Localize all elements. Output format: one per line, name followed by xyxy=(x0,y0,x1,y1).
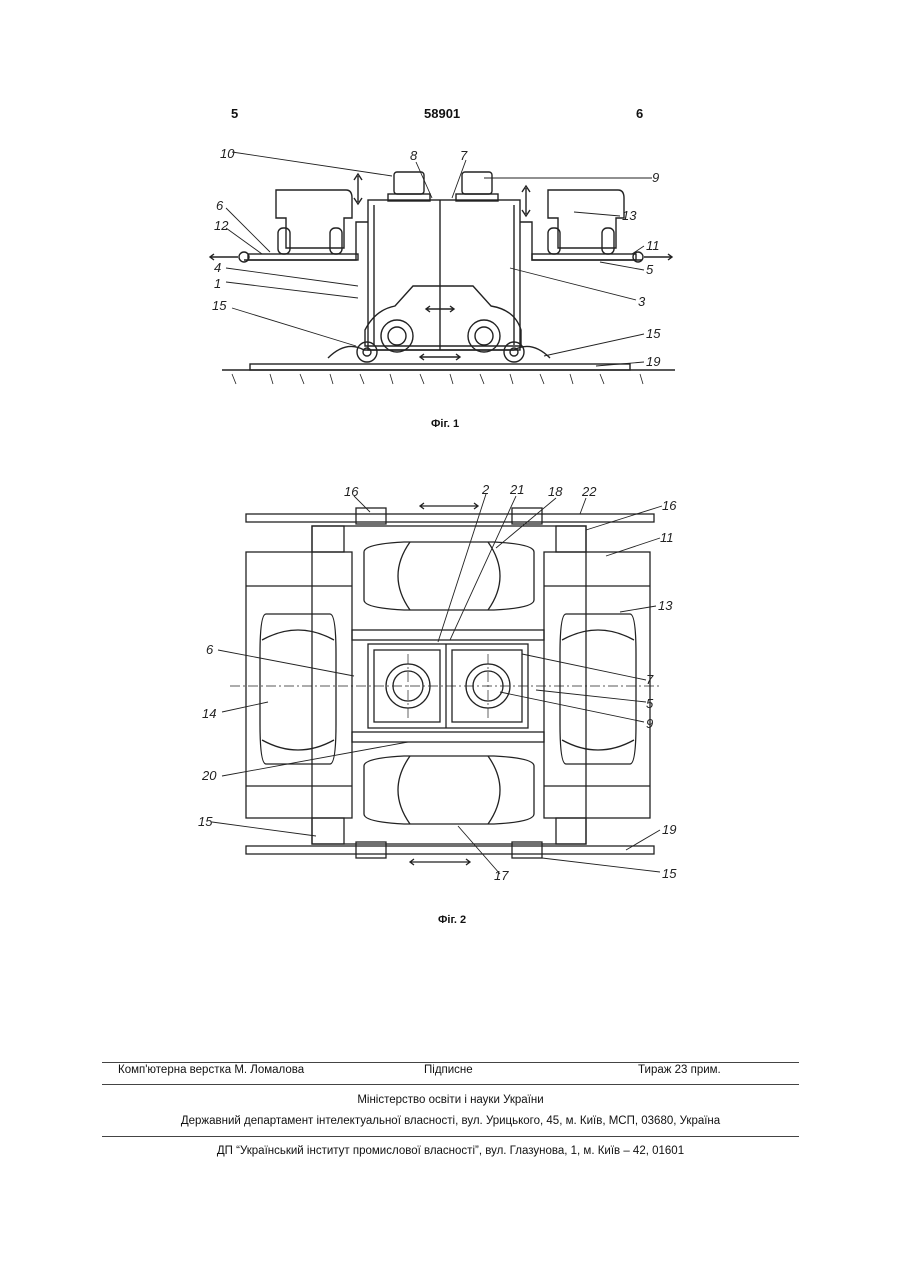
footer-institute: ДП “Український інститут промислової вла… xyxy=(0,1145,901,1157)
fig1-label-12: 3 xyxy=(638,294,646,309)
footer-rule-top xyxy=(102,1062,799,1063)
figure-1-caption: Фіг. 1 xyxy=(431,418,459,430)
fig1-label-9: 4 xyxy=(214,260,221,275)
fig2-label-5: 22 xyxy=(581,484,597,499)
footer-signed: Підписне xyxy=(424,1064,473,1076)
fig2-label-13: 9 xyxy=(646,716,653,731)
fig2-label-11: 5 xyxy=(646,696,654,711)
fig2-label-10: 7 xyxy=(646,672,654,687)
fig2-label-14: 20 xyxy=(201,768,217,783)
fig1-label-6: 12 xyxy=(214,218,229,233)
figure-2-drawing: 16 2 21 18 22 16 11 13 6 7 5 14 9 20 15 … xyxy=(0,470,901,890)
fig1-label-10: 1 xyxy=(214,276,221,291)
fig2-label-2: 2 xyxy=(481,482,490,497)
footer-rule-bottom xyxy=(102,1136,799,1137)
footer-ministry: Міністерство освіти і науки України xyxy=(0,1094,901,1106)
fig2-label-4: 18 xyxy=(548,484,563,499)
fig1-label-11: 5 xyxy=(646,262,654,277)
fig2-label-17: 17 xyxy=(494,868,509,883)
fig1-label-8: 11 xyxy=(646,238,660,253)
fig1-label-3: 7 xyxy=(460,148,468,163)
fig1-label-1: 10 xyxy=(220,146,235,161)
fig1-label-13: 15 xyxy=(212,298,227,313)
footer-rule-middle xyxy=(102,1084,799,1085)
fig2-label-3: 21 xyxy=(509,482,524,497)
fig1-label-2: 8 xyxy=(410,148,418,163)
footer-layout-credit: Комп'ютерна верстка М. Ломалова xyxy=(118,1064,304,1076)
fig2-label-18: 15 xyxy=(662,866,677,881)
fig1-label-4: 9 xyxy=(652,170,659,185)
fig1-label-15: 19 xyxy=(646,354,660,369)
footer-circulation: Тираж 23 прим. xyxy=(638,1064,721,1076)
fig2-label-8: 13 xyxy=(658,598,673,613)
fig2-label-1: 16 xyxy=(344,484,359,499)
figure-1-drawing: 10 8 7 9 6 12 13 11 4 1 5 3 15 15 19 xyxy=(0,0,901,420)
fig2-label-16: 19 xyxy=(662,822,676,837)
fig1-label-5: 6 xyxy=(216,198,224,213)
fig2-label-9: 6 xyxy=(206,642,214,657)
fig1-label-14: 15 xyxy=(646,326,661,341)
figure-2-caption: Фіг. 2 xyxy=(438,914,466,926)
fig2-label-12: 14 xyxy=(202,706,216,721)
footer-department: Державний департамент інтелектуальної вл… xyxy=(0,1115,901,1127)
fig2-label-7: 11 xyxy=(660,530,674,545)
fig2-label-6: 16 xyxy=(662,498,677,513)
fig2-label-15: 15 xyxy=(198,814,213,829)
fig1-label-7: 13 xyxy=(622,208,637,223)
